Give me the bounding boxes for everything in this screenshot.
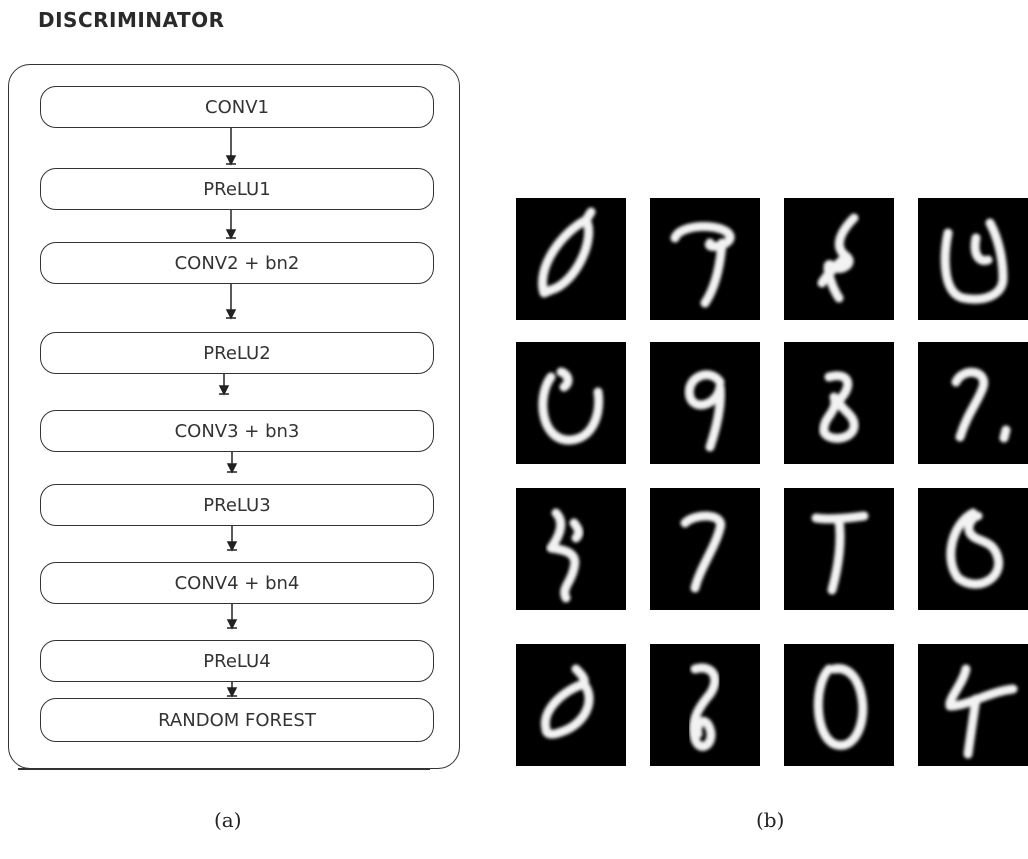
layer-label: CONV4 + bn4 <box>174 572 300 594</box>
generated-samples-grid <box>516 198 1028 766</box>
layer-box-prelu3: PReLU3 <box>40 484 434 526</box>
layer-label: CONV2 + bn2 <box>174 252 300 274</box>
layer-box-prelu4: PReLU4 <box>40 640 434 682</box>
layer-label: PReLU4 <box>203 650 271 672</box>
caption-a: (a) <box>214 808 242 832</box>
layer-box-conv2: CONV2 + bn2 <box>40 242 434 284</box>
sample-image <box>650 488 760 610</box>
layer-box-conv3: CONV3 + bn3 <box>40 410 434 452</box>
frame-bottom-line <box>18 768 430 770</box>
sample-image <box>516 644 626 766</box>
sample-image <box>784 644 894 766</box>
layer-box-prelu1: PReLU1 <box>40 168 434 210</box>
diagram-title: DISCRIMINATOR <box>38 8 225 32</box>
layer-label: CONV1 <box>205 96 269 118</box>
layer-box-prelu2: PReLU2 <box>40 332 434 374</box>
layer-box-conv4: CONV4 + bn4 <box>40 562 434 604</box>
caption-b: (b) <box>756 808 785 832</box>
sample-image <box>918 342 1028 464</box>
sample-image <box>650 198 760 320</box>
layer-box-conv1: CONV1 <box>40 86 434 128</box>
sample-image <box>516 488 626 610</box>
sample-image <box>650 342 760 464</box>
sample-image <box>918 644 1028 766</box>
sample-image <box>516 342 626 464</box>
sample-image <box>516 198 626 320</box>
sample-image <box>784 198 894 320</box>
sample-image <box>784 342 894 464</box>
sample-image <box>918 488 1028 610</box>
layer-box-random-forest: RANDOM FOREST <box>40 698 434 742</box>
sample-image <box>784 488 894 610</box>
layer-label: RANDOM FOREST <box>158 709 316 731</box>
layer-label: CONV3 + bn3 <box>174 420 300 442</box>
layer-label: PReLU3 <box>203 494 271 516</box>
layer-label: PReLU1 <box>203 178 271 200</box>
sample-image <box>918 198 1028 320</box>
layer-label: PReLU2 <box>203 342 271 364</box>
sample-image <box>650 644 760 766</box>
